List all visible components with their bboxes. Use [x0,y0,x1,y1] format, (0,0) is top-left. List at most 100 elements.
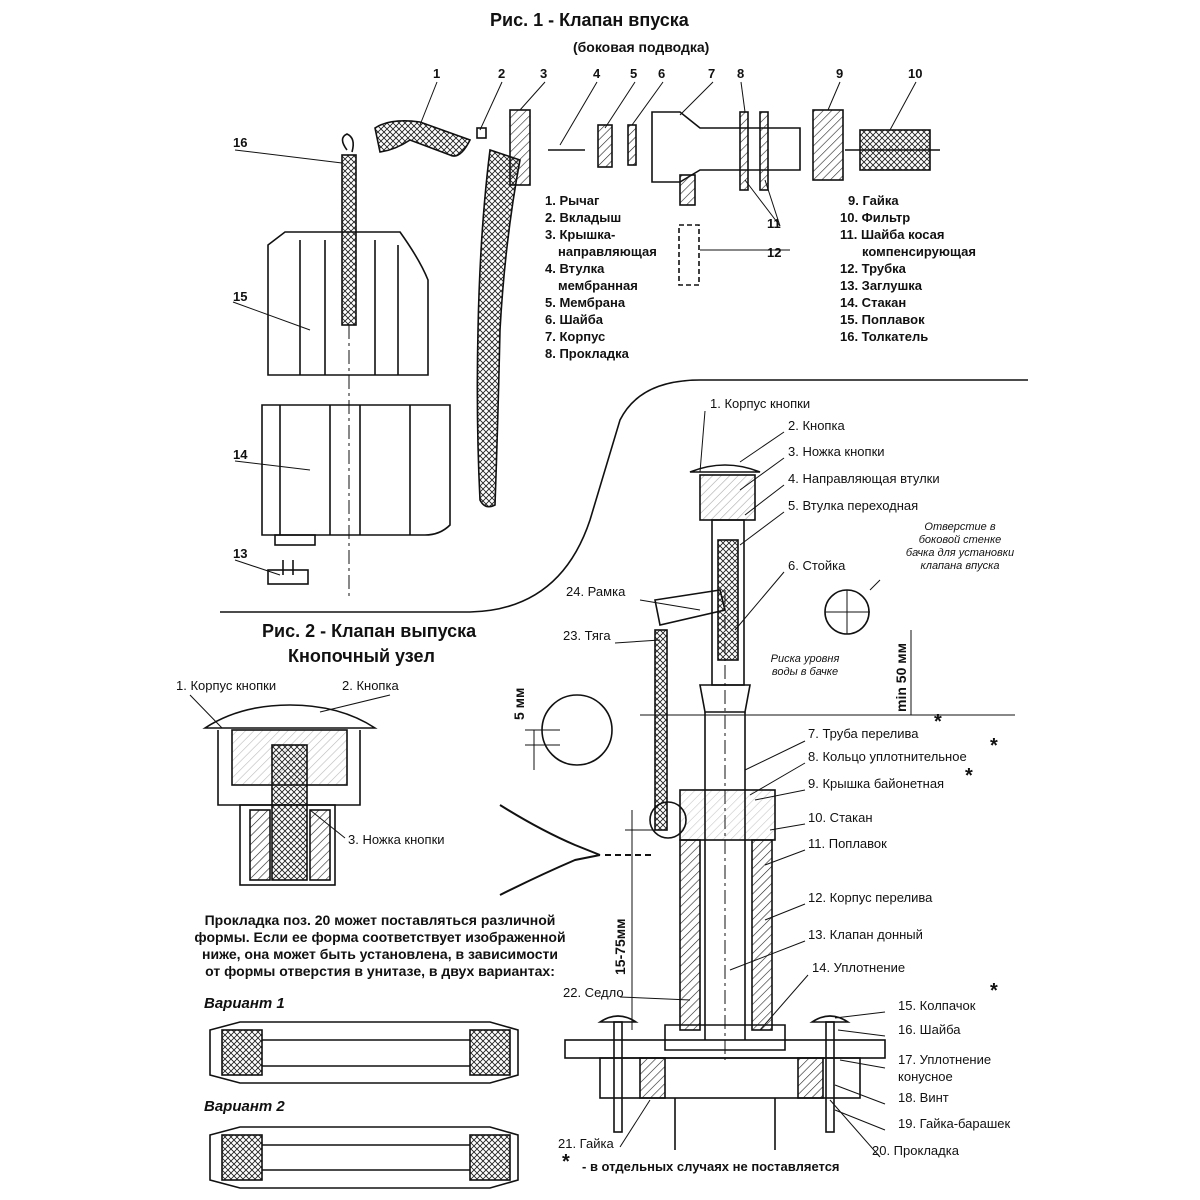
footnote: - в отдельных случаях не поставляется [582,1159,840,1174]
fig1-subtitle: (боковая подводка) [573,39,710,55]
float-assembly [261,133,451,600]
legend-item: 15. Поплавок [840,312,925,327]
dim-5mm: 5 мм [511,687,527,720]
fig1-title: Рис. 1 - Клапан впуска [490,10,689,30]
pliers [499,804,655,896]
assembly-label-17b: конусное [898,1069,953,1084]
note-line: ниже, она может быть установлена, в зави… [202,946,558,962]
assembly-label-13: 13. Клапан донный [808,927,923,942]
assembly-label-16: 16. Шайба [898,1022,961,1037]
callout-11: 11 [767,216,781,231]
dim-15-75: 15-75мм [612,918,628,975]
callout-14: 14 [233,447,248,462]
outlet-valve-assembly [564,464,1015,1150]
legend-item: 13. Заглушка [840,278,923,293]
legend-item: 3. Крышка- [545,227,616,242]
callout-9: 9 [836,66,844,81]
legend-item: 2. Вкладыш [545,210,622,225]
legend-item: направляющая [558,244,657,259]
water-note-line: Риска уровня [770,653,840,665]
gasket-note: Прокладка поз. 20 может поставляться раз… [170,912,590,980]
star-marker: * [990,735,998,757]
hole-note-line: клапана впуска [920,560,1000,572]
legend-item: 9. Гайка [848,193,899,208]
dimension-lines [525,630,912,1030]
star-marker: * [965,765,973,787]
hole-note-line: боковой стенке [918,534,1002,546]
callout-1: 1 [433,66,441,81]
assembly-label-15: 15. Колпачок [898,998,976,1013]
assembly-label-21: 21. Гайка [558,1136,614,1151]
inlet-valve-parts [509,109,940,286]
assembly-label-7: 7. Труба перелива [808,726,919,741]
assembly-label-22: 22. Седло [563,985,624,1000]
legend-item: 4. Втулка [545,261,605,276]
assembly-leaders [614,410,886,1158]
assembly-label-10: 10. Стакан [808,810,873,825]
callout-8: 8 [737,66,745,81]
assembly-label-24: 24. Рамка [566,584,626,599]
callout-4: 4 [593,66,601,81]
callout-15: 15 [233,289,248,304]
button-label-2: 2. Кнопка [342,678,399,693]
assembly-label-11: 11. Поплавок [808,836,887,851]
assembly-label-18: 18. Винт [898,1090,949,1105]
fig2-title: Рис. 2 - Клапан выпуска [262,621,477,641]
legend-item: 14. Стакан [840,295,907,310]
assembly-label-2: 2. Кнопка [788,418,845,433]
variant-1-label: Вариант 1 [204,995,285,1012]
lever [374,120,521,508]
callout-2: 2 [498,66,506,81]
assembly-label-12: 12. Корпус перелива [808,890,933,905]
water-note-line: воды в бачке [771,666,839,678]
button-label-1: 1. Корпус кнопки [176,678,277,693]
assembly-label-6: 6. Стойка [788,558,846,573]
legend-item: компенсирующая [862,244,976,259]
gasket-variant-2 [209,1126,519,1189]
legend-item: 5. Мембрана [545,295,626,310]
button-label-3: 3. Ножка кнопки [348,832,445,847]
assembly-label-20: 20. Прокладка [872,1143,959,1158]
star-marker: * [990,980,998,1002]
star-marker: * [562,1151,570,1173]
star-marker: * [934,711,942,733]
assembly-label-1: 1. Корпус кнопки [710,396,811,411]
assembly-label-17: 17. Уплотнение [898,1052,992,1067]
assembly-label-8: 8. Кольцо уплотнительное [808,749,967,764]
detail-circle-small [649,801,687,839]
dim-min50: min 50 мм [893,643,909,712]
hole-note-line: Отверстие в [924,521,996,533]
note-line: Прокладка поз. 20 может поставляться раз… [204,912,556,928]
callout-7: 7 [708,66,716,81]
legend-item: 10. Фильтр [840,210,911,225]
fig2-subtitle: Кнопочный узел [288,646,435,666]
callout-3: 3 [540,66,548,81]
water-level-note: Риска уровня воды в бачке [760,653,850,679]
gasket-variant-1 [209,1021,519,1084]
hole-note: Отверстие в боковой стенке бачка для уст… [890,521,1030,573]
variant-2-label: Вариант 2 [204,1098,285,1115]
legend-item: 8. Прокладка [545,346,629,361]
legend-item: 7. Корпус [545,329,606,344]
legend-item: 1. Рычаг [545,193,600,208]
assembly-label-3: 3. Ножка кнопки [788,444,885,459]
hole-note-line: бачка для установки [905,547,1015,559]
callout-12: 12 [767,245,782,260]
legend-item: 6. Шайба [545,312,603,327]
assembly-label-14: 14. Уплотнение [812,960,906,975]
assembly-label-19: 19. Гайка-барашек [898,1116,1011,1131]
assembly-label-23: 23. Тяга [563,628,611,643]
legend-item: 11. Шайба косая [840,227,945,242]
button-unit [189,694,391,886]
legend-item: 12. Трубка [840,261,906,276]
section-divider [220,379,1028,613]
assembly-label-9: 9. Крышка байонетная [808,776,945,791]
callout-10: 10 [908,66,923,81]
assembly-label-5: 5. Втулка переходная [788,498,919,513]
callout-6: 6 [658,66,666,81]
callout-5: 5 [630,66,638,81]
legend-item: 16. Толкатель [840,329,929,344]
assembly-label-4: 4. Направляющая втулки [788,471,940,486]
callout-13: 13 [233,546,248,561]
